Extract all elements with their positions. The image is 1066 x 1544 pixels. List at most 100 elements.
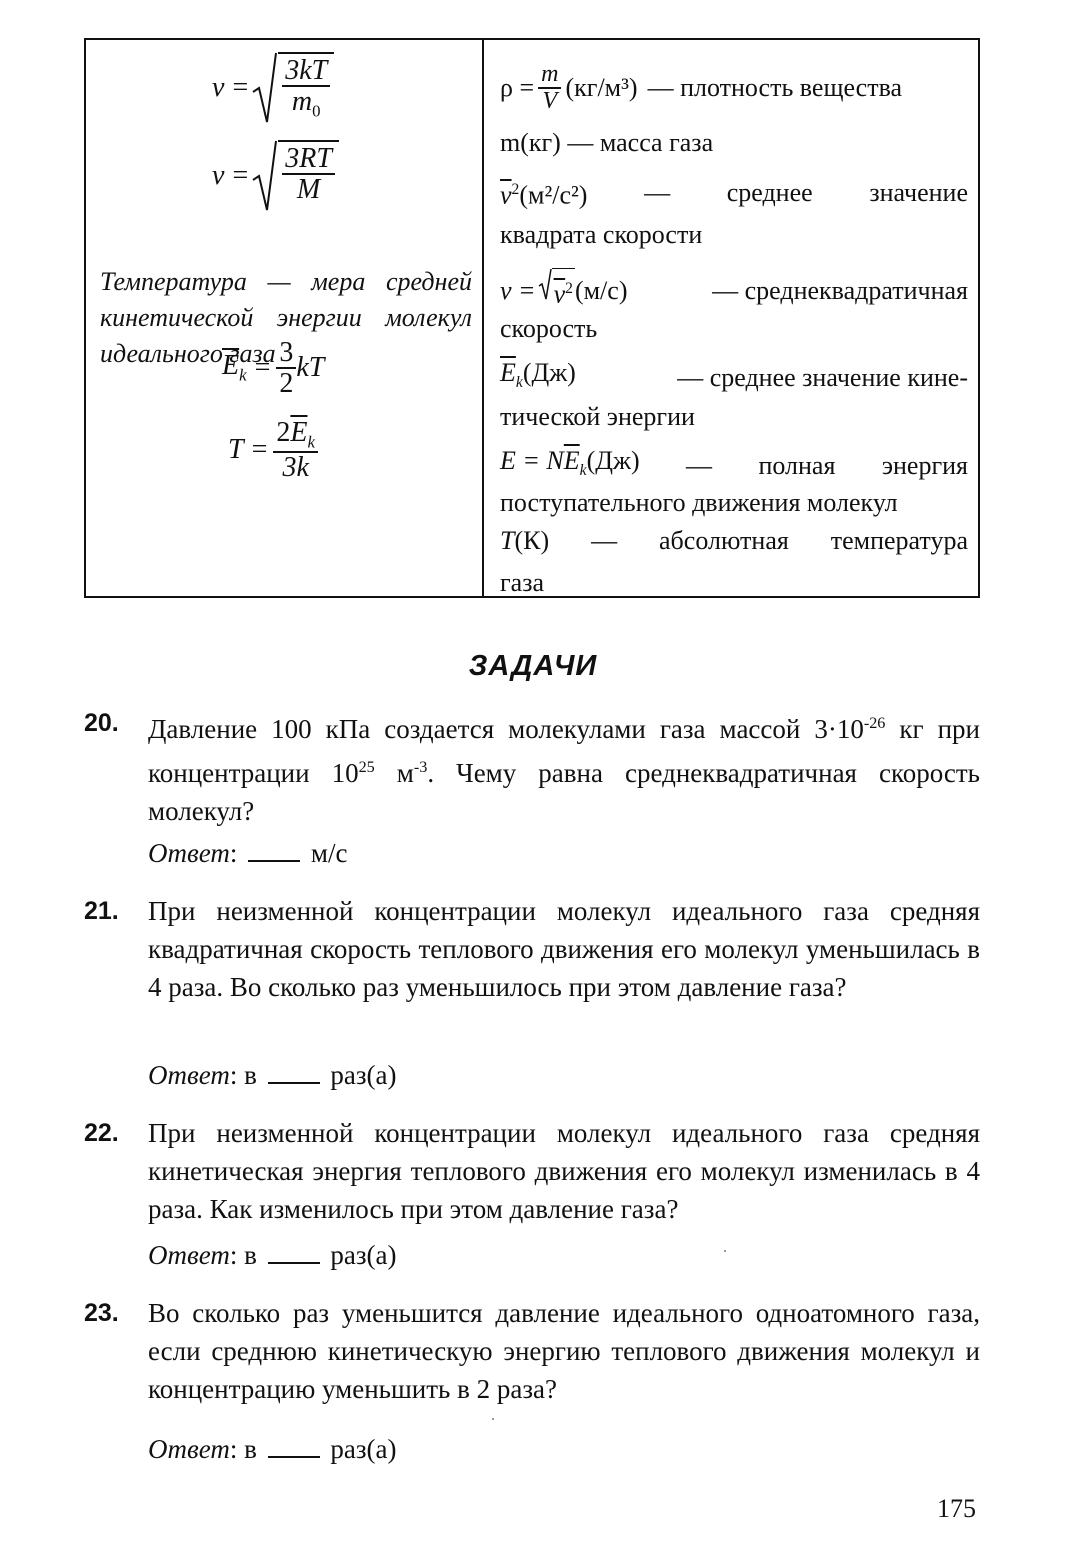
answer-unit: раз(а) [330,1434,397,1464]
definitions-column: ρ = m V (кг/м³) — плотность вещества m(к… [484,40,978,597]
scan-speck [724,1250,726,1252]
def-rms-speed-cont: скорость [500,314,598,343]
problem-number: 20. [84,709,119,737]
def-total-energy-cont: поступательного движения молекул [500,488,898,517]
dash: — [686,451,713,481]
answer-label: Ответ [148,1060,230,1090]
density-unit: (кг/м³) [565,73,638,103]
fraction-numerator: m [538,61,562,90]
fraction-denominator: 2 [279,368,294,400]
desc-word: полная [758,451,836,481]
subscript: k [307,432,315,452]
problem-number: 23. [84,1299,119,1327]
fraction-denominator: 3k [282,452,309,484]
answer-blank[interactable] [248,838,301,862]
energy-symbol: E [563,446,580,475]
formula-rms-speed-kt: v = 3kT m0 [212,52,335,124]
desc-word: температура [830,526,968,555]
fraction-numerator: 3kT [282,56,331,88]
formula-lhs: T [228,434,244,466]
speed-symbol: v [500,180,512,210]
sqrt-symbol: 3RT M [252,140,339,212]
answer-22: Ответ: в раз(а) [148,1238,396,1272]
formula-mean-kinetic-energy: Ek = 3 2 kT [222,337,325,400]
def-mean-square-speed: v2(м²/с²) — среднее значение [500,170,968,216]
problem-number: 22. [84,1119,119,1147]
answer-label: Ответ [148,838,230,868]
energy-symbol: E [500,358,516,387]
formula-table: v = 3kT m0 v = 3RT M [84,38,980,598]
def-absolute-temperature-cont: газа [500,568,545,597]
answer-blank[interactable] [267,1240,320,1264]
fraction-numerator: 3RT [282,144,335,176]
answer-prefix: : [229,838,238,868]
desc-word: значение [869,177,968,207]
def-mass: m(кг) — масса газа [500,128,714,157]
answer-21: Ответ: в раз(а) [148,1058,396,1092]
desc-word: абсолютная [659,526,789,555]
temperature-definition: Температура — мера средней кинетической … [100,267,472,368]
answer-prefix: : в [229,1060,257,1090]
rms-description: — среднеквадратичная [712,276,968,306]
answer-blank[interactable] [267,1434,320,1458]
subscript: k [239,365,247,385]
fraction-numerator: 3 [276,338,297,370]
def-rms-speed: v = v2 (м/с) — среднеквадратичная [500,268,968,315]
formula-column: v = 3kT m0 v = 3RT M [86,40,484,596]
total-energy-lhs: E = N [500,446,564,475]
answer-label: Ответ [148,1240,230,1270]
subscript: k [579,462,587,480]
rms-unit: (м/с) [574,276,628,306]
sqrt-symbol: 3kT m0 [252,52,335,124]
answer-unit: м/с [310,838,348,868]
answer-prefix: : в [229,1434,257,1464]
density-description: — плотность вещества [647,73,903,103]
answer-prefix: : в [229,1240,257,1270]
dash: — [644,177,671,207]
sqrt-symbol: v2 [538,268,575,315]
def-mean-kinetic-energy: Ek(Дж) — среднее значение кине- [500,356,968,400]
formula-lhs: E [222,350,240,382]
def-density: ρ = m V (кг/м³) — плотность вещества [500,61,968,115]
answer-20: Ответ: м/с [148,836,347,870]
energy-unit: (Дж) [586,446,640,475]
subscript: 0 [312,101,321,121]
section-heading: ЗАДАЧИ [468,650,598,682]
fraction-denominator: m [291,86,313,118]
formula-rhs: kT [296,352,325,384]
problem-text: Давление 100 кПа создается молекулами га… [148,714,981,826]
energy-description: — среднее значение кине- [677,363,968,393]
def-absolute-temperature: T(К) — абсолютная температура [500,524,968,558]
temperature-unit: (К) [514,526,550,555]
problem-text: При неизменной концентрации молекул идеа… [148,896,980,1002]
def-total-energy: E = NEk(Дж) — полная энергия [500,444,968,488]
answer-23: Ответ: в раз(а) [148,1432,396,1466]
speed-squared-unit: (м²/с²) [519,180,588,210]
formula-lhs: v [212,72,225,103]
dash: — [591,526,618,555]
scan-speck [492,1418,494,1420]
desc-word: среднее [726,177,813,207]
energy-unit: (Дж) [522,358,576,387]
answer-unit: раз(а) [330,1240,397,1270]
desc-word: энергия [881,451,968,481]
temperature-symbol: T [500,526,515,555]
answer-unit: раз(а) [330,1060,397,1090]
answer-blank[interactable] [267,1060,320,1084]
def-mean-square-speed-cont: квадрата скорости [500,220,703,249]
answer-label: Ответ [148,1434,230,1464]
problem-text: При неизменной концентрации молекул идеа… [148,1118,980,1224]
density-symbol: ρ = [500,73,535,103]
formula-temperature: T = 2Ek 3k [228,418,318,483]
problem-text: Во сколько раз уменьшится давление идеал… [148,1298,980,1404]
formula-rms-speed-rt: v = 3RT M [212,140,339,212]
page-number: 175 [937,1494,976,1523]
energy-symbol: E [290,417,308,448]
fraction-denominator: M [296,174,321,206]
def-mean-kinetic-energy-cont: тической энергии [500,402,695,431]
formula-lhs: v [212,160,225,191]
problem-number: 21. [84,897,119,925]
fraction-denominator: V [542,88,558,115]
coefficient: 2 [276,417,291,448]
